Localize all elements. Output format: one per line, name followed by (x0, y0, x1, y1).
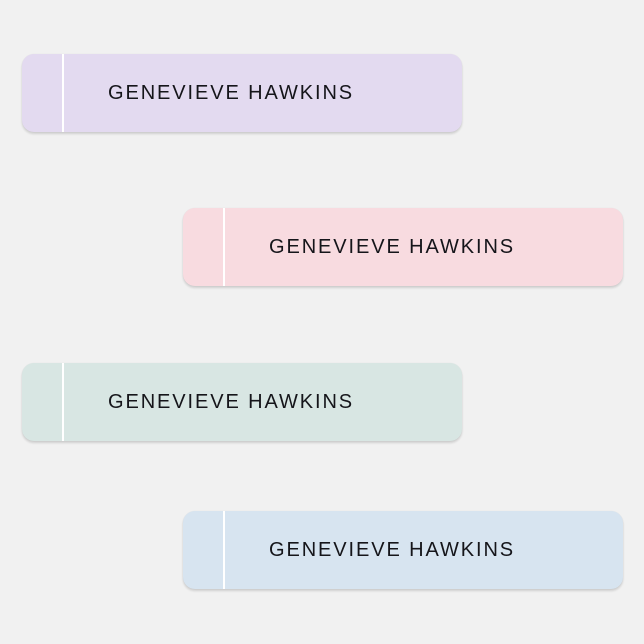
label-divider (62, 54, 64, 132)
label-name-text: GENEVIEVE HAWKINS (269, 236, 516, 258)
name-label-mint: GENEVIEVE HAWKINS (22, 363, 462, 441)
label-name-text: GENEVIEVE HAWKINS (269, 539, 516, 561)
name-label-blue: GENEVIEVE HAWKINS (183, 511, 623, 589)
name-label-lavender: GENEVIEVE HAWKINS (22, 54, 462, 132)
label-name-text: GENEVIEVE HAWKINS (108, 391, 355, 413)
label-name-text: GENEVIEVE HAWKINS (108, 82, 355, 104)
name-label-pink: GENEVIEVE HAWKINS (183, 208, 623, 286)
label-divider (223, 511, 225, 589)
label-divider (62, 363, 64, 441)
label-divider (223, 208, 225, 286)
